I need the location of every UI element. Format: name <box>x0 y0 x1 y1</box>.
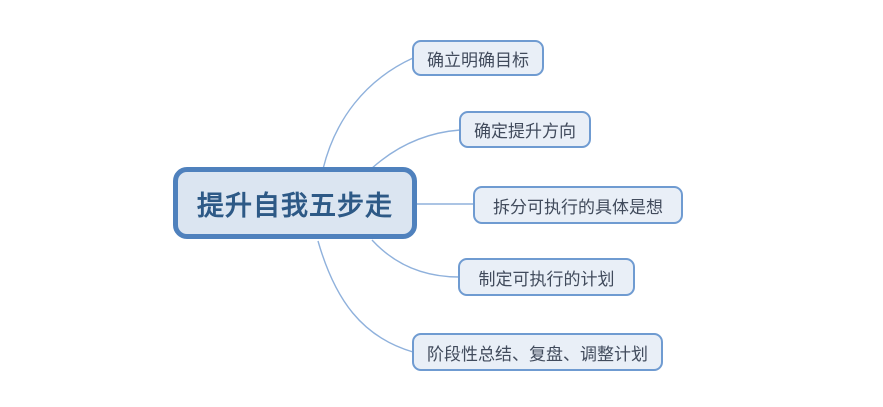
connector-line-branch-4 <box>371 239 460 278</box>
connector-line-branch-1 <box>322 57 414 170</box>
branch-node-1[interactable]: 确立明确目标 <box>412 40 544 76</box>
connector-line-branch-2 <box>370 129 461 170</box>
branch-node-label: 确立明确目标 <box>427 50 529 70</box>
root-node-label: 提升自我五步走 <box>197 190 393 221</box>
branch-node-4[interactable]: 制定可执行的计划 <box>458 258 635 296</box>
branch-node-label: 拆分可执行的具体是想 <box>493 197 663 217</box>
connector-line-branch-5 <box>317 240 414 353</box>
branch-node-label: 确定提升方向 <box>474 122 576 141</box>
root-node[interactable]: 提升自我五步走 <box>173 167 417 239</box>
branch-node-label: 制定可执行的计划 <box>478 269 615 289</box>
branch-node-3[interactable]: 拆分可执行的具体是想 <box>473 186 683 224</box>
branch-node-5[interactable]: 阶段性总结、复盘、调整计划 <box>412 333 663 371</box>
branch-node-2[interactable]: 确定提升方向 <box>459 111 591 148</box>
branch-node-label: 阶段性总结、复盘、调整计划 <box>427 344 648 364</box>
